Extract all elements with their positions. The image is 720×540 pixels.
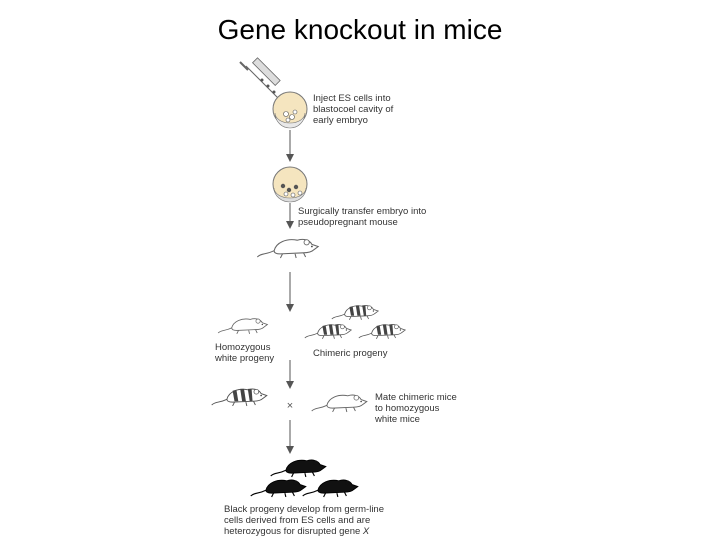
black-mouse-icon bbox=[250, 479, 307, 498]
white-mouse-icon bbox=[217, 318, 268, 335]
black-mouse-icon bbox=[270, 459, 327, 478]
chimeric-mouse-icon bbox=[331, 304, 379, 321]
white-mouse-icon bbox=[311, 394, 368, 413]
black-progeny-label: Black progeny develop from germ-line cel… bbox=[224, 504, 384, 537]
blastocyst-icon bbox=[272, 91, 308, 129]
chimeric-mouse-icon bbox=[304, 323, 352, 340]
mate-label: Mate chimeric mice to homozygous white m… bbox=[375, 392, 457, 425]
page-title: Gene knockout in mice bbox=[217, 14, 503, 45]
homozygous-label: Homozygous white progeny bbox=[215, 342, 275, 364]
chimeric-mouse-icon bbox=[358, 323, 406, 340]
chimeric-label: Chimeric progeny bbox=[313, 348, 388, 359]
injected-blastocyst-icon bbox=[272, 166, 308, 203]
pseudopregnant-mouse-icon bbox=[256, 238, 319, 259]
cross-symbol: × bbox=[287, 400, 293, 412]
chimeric-mouse-icon bbox=[211, 388, 268, 407]
transfer-label: Surgically transfer embryo into pseudopr… bbox=[298, 206, 427, 228]
inject-label: Inject ES cells into blastocoel cavity o… bbox=[313, 93, 394, 126]
black-mouse-icon bbox=[302, 479, 359, 498]
